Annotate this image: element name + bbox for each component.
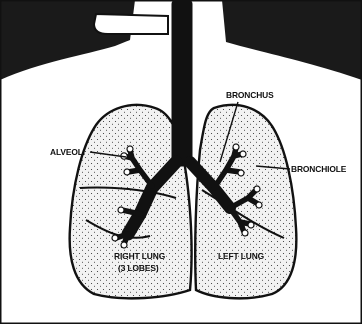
label-bronchus: BRONCHUS (226, 90, 274, 100)
label-right-lung-lobes: (3 LOBES) (118, 263, 159, 273)
label-right-lung: RIGHT LUNG (114, 251, 165, 261)
label-left-lung: LEFT LUNG (218, 251, 264, 261)
label-bronchiole: BRONCHIOLE (291, 164, 347, 174)
trachea (172, 0, 192, 166)
label-alveoli: ALVEOLI (50, 147, 85, 157)
nasal-passage (94, 14, 168, 34)
